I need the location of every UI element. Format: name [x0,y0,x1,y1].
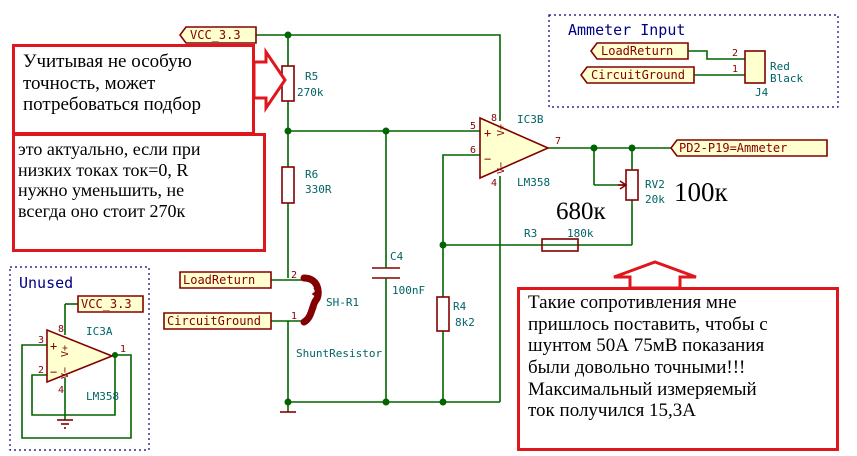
annotation-value-680k: 680к [556,198,606,225]
shunt-resistor: 2 1 SH-R1 ShuntResistor [291,270,382,360]
svg-text:4: 4 [58,385,64,396]
wires [256,34,677,412]
unused-frame [9,266,150,451]
svg-text:6: 6 [470,145,476,156]
unused-section-wires [21,303,132,439]
svg-text:Black: Black [770,72,803,85]
net-label-circuit-ground: CircuitGround [163,312,272,330]
svg-text:CircuitGround: CircuitGround [591,68,685,82]
junctions [284,31,636,406]
svg-text:V−: V− [496,162,507,174]
annotation-arrow-up [613,260,697,290]
annotation-note-top: Учитывая не особую точность, может потре… [12,44,255,135]
ammeter-input-connector: LoadReturn CircuitGround 2 1 J4 Red Blac… [580,42,803,99]
svg-text:1: 1 [291,311,297,322]
svg-text:LoadReturn: LoadReturn [183,273,255,287]
svg-text:8k2: 8k2 [455,316,475,329]
potentiometer-rv2: RV2 20k [618,169,665,206]
svg-text:RV2: RV2 [645,178,665,191]
resistor-r3: R3 180k [524,227,594,252]
svg-text:330R: 330R [305,183,332,196]
capacitor-c4: C4 100nF [372,250,425,297]
svg-text:8: 8 [58,324,64,335]
svg-text:100nF: 100nF [392,284,425,297]
svg-text:2: 2 [291,270,297,281]
svg-text:C4: C4 [390,250,404,263]
svg-text:180k: 180k [567,227,594,240]
svg-text:R6: R6 [305,168,318,181]
svg-text:20k: 20k [645,193,665,206]
svg-text:V−: V− [60,367,71,379]
svg-text:SH-R1: SH-R1 [326,296,359,309]
svg-text:LoadReturn: LoadReturn [601,44,673,58]
svg-text:CircuitGround: CircuitGround [167,314,261,328]
annotation-note-mid-text: это актуально, если при низких токах ток… [18,139,201,221]
opamp-ic3a: + − V+ V− 3 2 1 8 4 IC3A LM358 [38,324,126,403]
annotation-arrow-right [252,47,287,113]
net-label-ammeter-output: PD2-P19=Ammeter [670,139,828,157]
svg-text:IC3A: IC3A [86,325,113,338]
annotation-value-100k: 100к [674,177,728,207]
svg-text:−: − [484,152,491,166]
annotation-note-top-text: Учитывая не особую точность, может потре… [23,51,202,116]
svg-text:270k: 270k [297,86,324,99]
svg-text:VCC_3.3: VCC_3.3 [190,28,241,42]
ammeter-input-title: Ammeter Input [568,21,685,39]
net-label-vcc-unused: VCC_3.3 [77,295,144,313]
ammeter-input-frame [548,14,839,108]
resistor-r5: R5 270k [281,65,324,102]
annotation-note-bottom-text: Такие сопротивления мне пришлось постави… [528,292,768,422]
annotation-note-mid: это актуально, если при низких токах ток… [12,133,266,252]
annotation-note-bottom: Такие сопротивления мне пришлось постави… [517,287,839,451]
svg-text:R5: R5 [305,70,318,83]
svg-text:ShuntResistor: ShuntResistor [296,347,382,360]
svg-text:Red: Red [770,60,790,73]
svg-text:J4: J4 [755,86,769,99]
unused-title: Unused [19,274,73,292]
opamp-ic3b: + − V+ V− 5 6 7 8 4 IC3B LM358 [470,113,561,189]
resistor-r4: R4 8k2 [436,296,475,332]
resistor-r6: R6 330R [281,166,332,204]
svg-text:4: 4 [491,178,497,189]
svg-text:2: 2 [732,48,738,59]
svg-text:2: 2 [38,365,44,376]
svg-text:R3: R3 [524,227,537,240]
svg-text:V+: V+ [60,345,71,357]
svg-text:5: 5 [470,121,476,132]
svg-text:+: + [484,126,491,140]
svg-text:R4: R4 [453,300,467,313]
svg-text:−: − [50,365,57,379]
svg-text:VCC_3.3: VCC_3.3 [81,297,132,311]
svg-text:IC3B: IC3B [517,113,544,126]
svg-text:PD2-P19=Ammeter: PD2-P19=Ammeter [679,141,787,155]
svg-text:V+: V+ [496,124,507,136]
svg-text:8: 8 [491,113,497,124]
svg-text:LM358: LM358 [517,176,550,189]
svg-text:7: 7 [555,136,561,147]
svg-text:1: 1 [120,344,126,355]
svg-text:3: 3 [38,335,44,346]
svg-text:+: + [50,339,57,353]
svg-text:LM358: LM358 [86,390,119,403]
net-label-vcc-main: VCC_3.3 [179,26,257,44]
svg-text:1: 1 [732,64,738,75]
net-label-load-return: LoadReturn [179,271,272,289]
